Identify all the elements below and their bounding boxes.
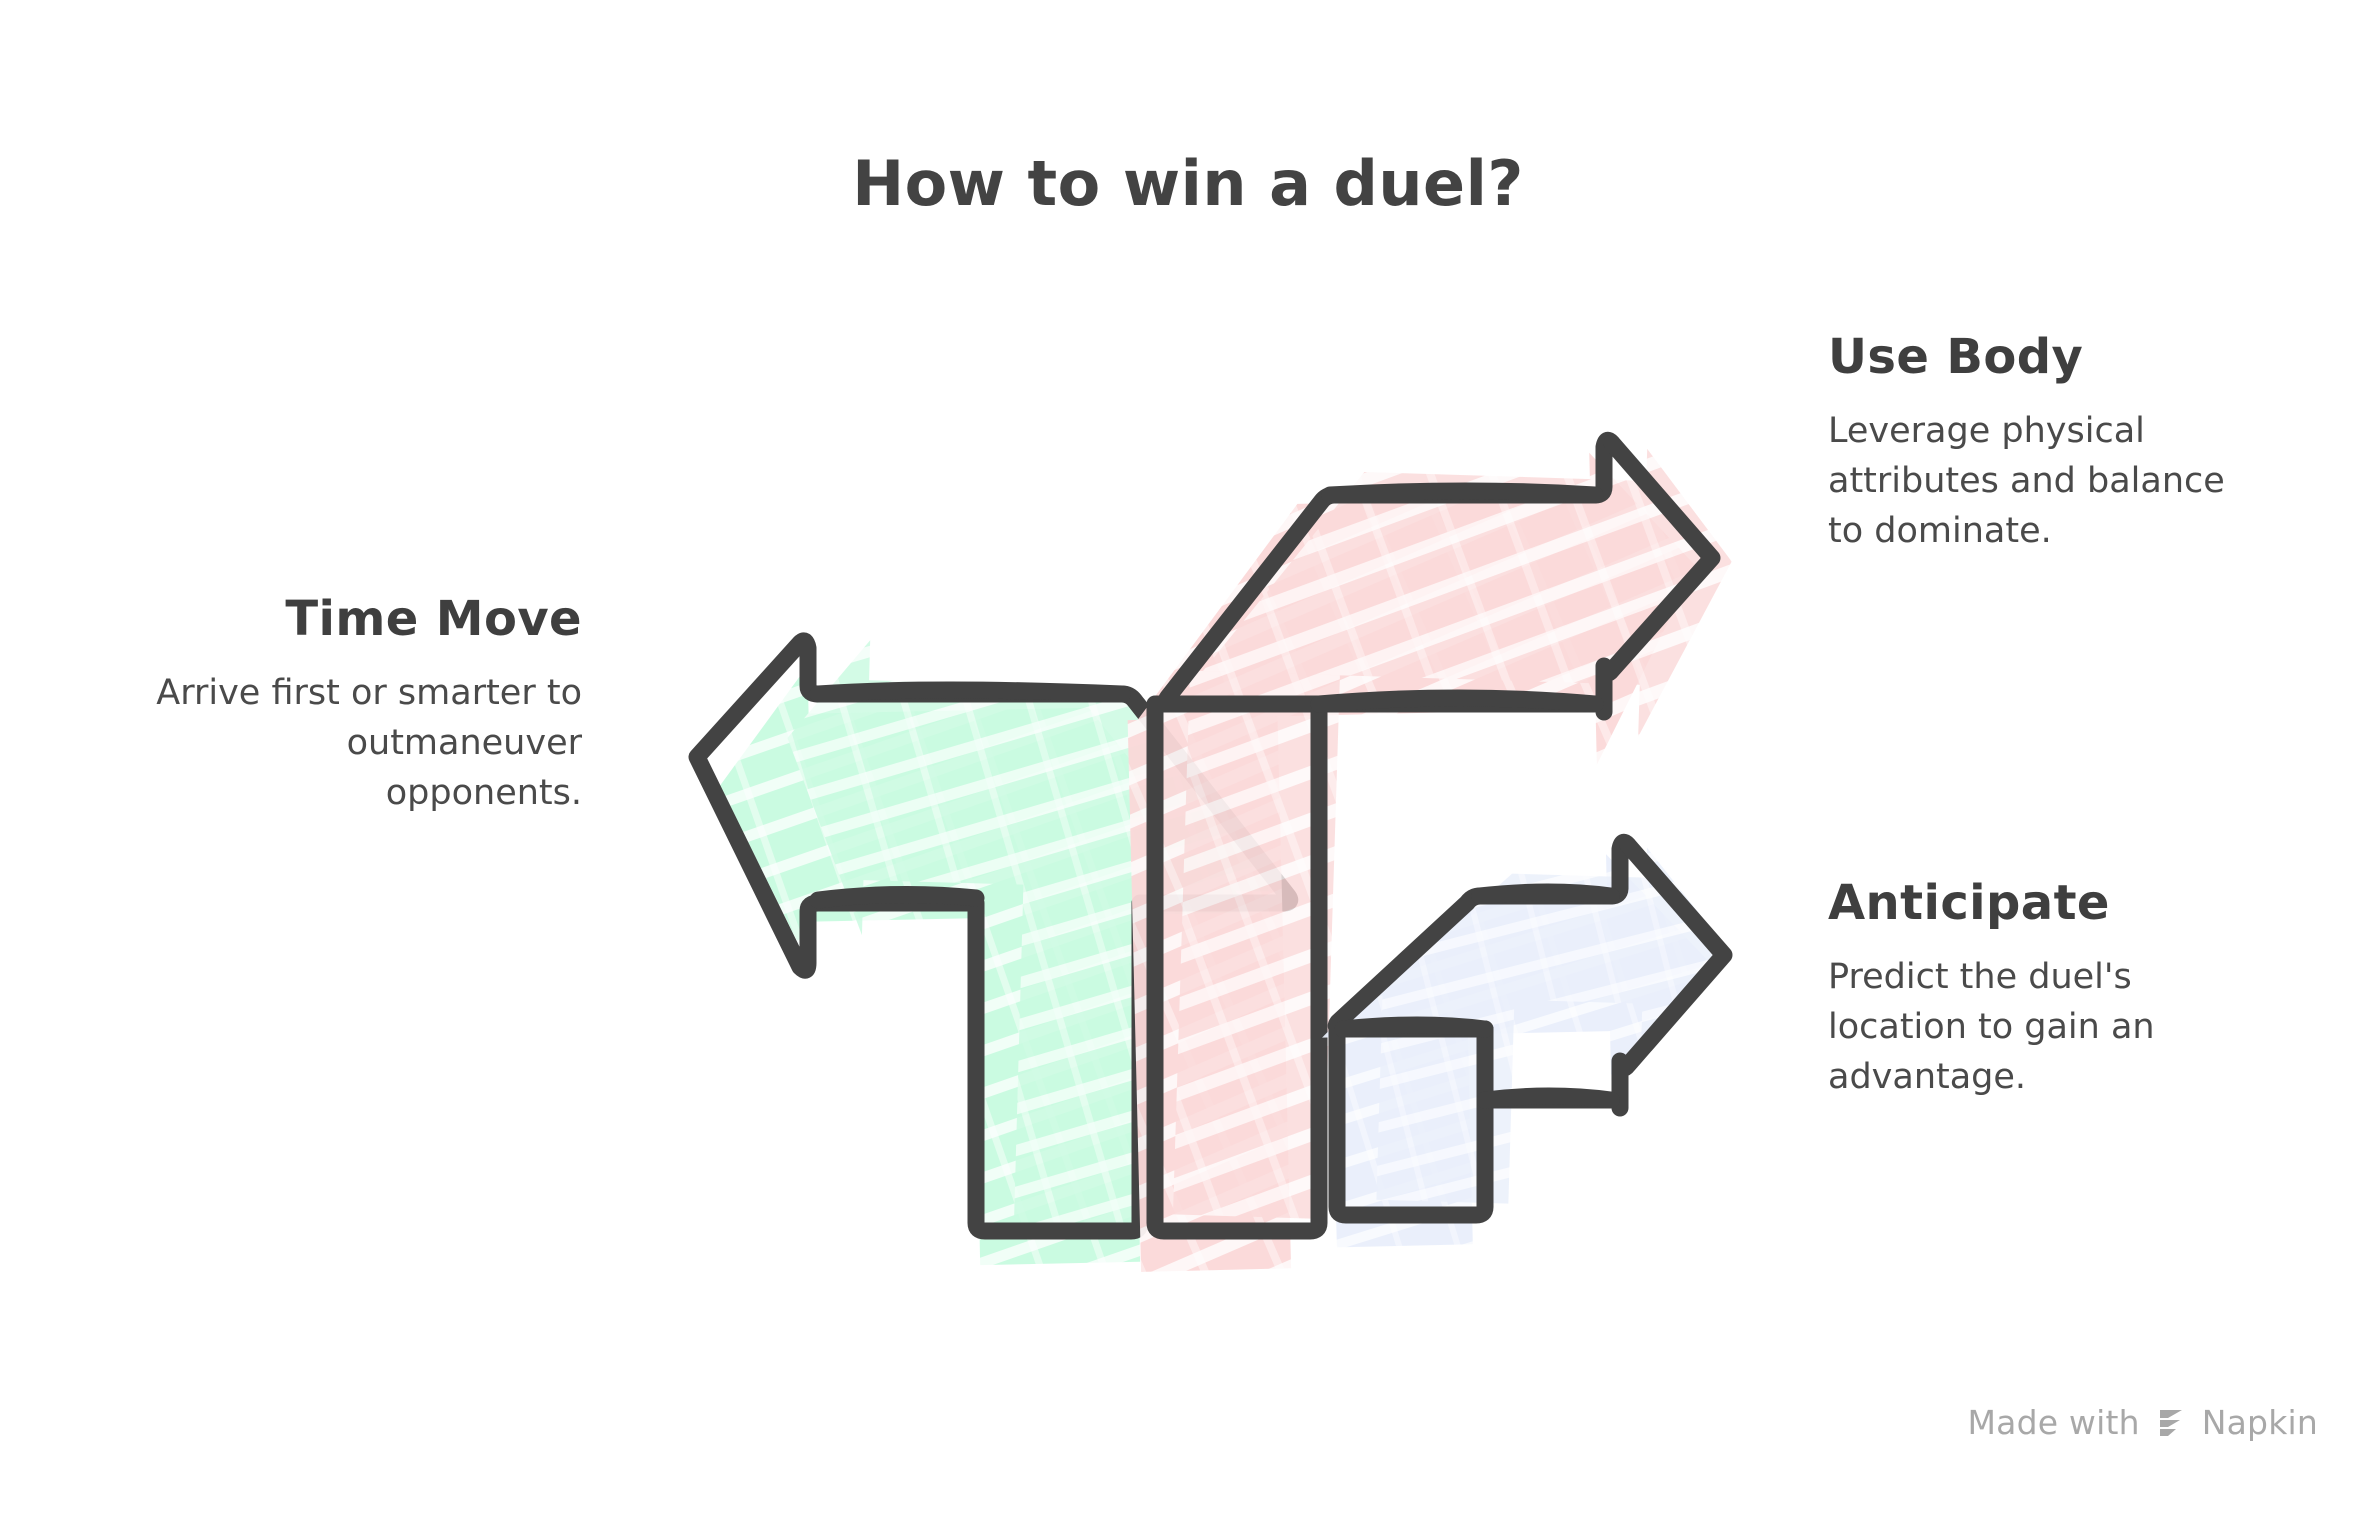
blue-right-arrow xyxy=(1322,833,1733,1248)
napkin-watermark: Made with Napkin xyxy=(1968,1403,2319,1442)
watermark-brand: Napkin xyxy=(2201,1403,2318,1442)
label-body-use-body: Leverage physical attributes and balance… xyxy=(1828,411,2225,551)
label-heading-anticipate: Anticipate xyxy=(1828,875,2110,931)
label-block-anticipate: Anticipate Predict the duel's location t… xyxy=(1828,875,2276,1102)
blue-arrow-shaft-outline xyxy=(1327,833,1637,1224)
napkin-logo-icon xyxy=(2154,1406,2188,1440)
label-body-anticipate: Predict the duel's location to gain an a… xyxy=(1828,957,2155,1097)
pink-right-arrow xyxy=(1127,431,1732,1272)
label-block-use-body: Use Body Leverage physical attributes an… xyxy=(1828,329,2258,556)
label-heading-time-move: Time Move xyxy=(285,591,582,647)
page-title: How to win a duel? xyxy=(852,147,1524,220)
pink-arrow-shaft-outline xyxy=(1146,431,1621,1240)
label-body-time-move: Arrive first or smarter to outmaneuver o… xyxy=(156,673,582,813)
label-block-time-move: Time Move Arrive first or smarter to out… xyxy=(140,591,582,818)
label-heading-use-body: Use Body xyxy=(1828,329,2084,385)
watermark-prefix: Made with xyxy=(1967,1403,2140,1442)
